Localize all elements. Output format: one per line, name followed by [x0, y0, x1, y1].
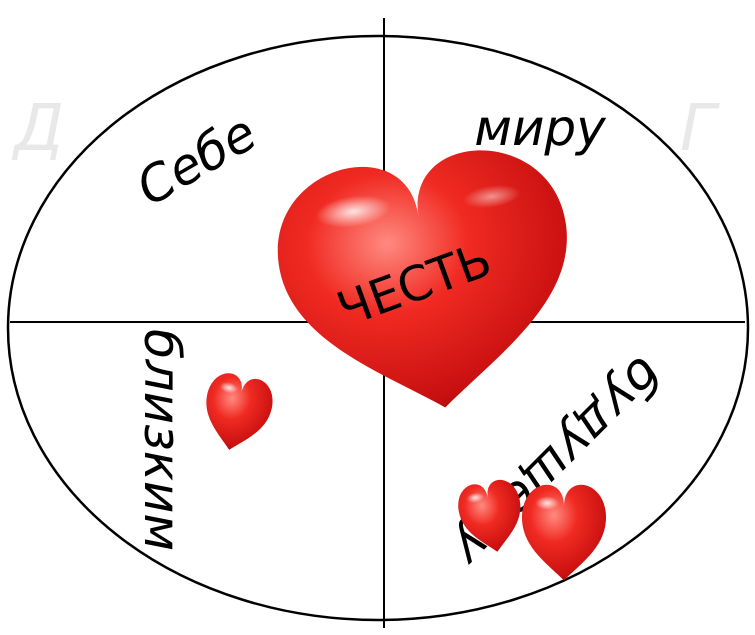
watermark-left: Д	[11, 92, 64, 166]
heart-icon-small-left	[196, 369, 278, 457]
quadrant-label-bottom-left: близким	[133, 329, 191, 551]
quadrant-label-top-left: Себе	[127, 103, 266, 217]
heart-icon-center	[266, 139, 589, 428]
heart-icon-pair-back	[454, 476, 528, 558]
watermark-right: Г	[680, 92, 720, 166]
heart-icon-pair-front	[522, 484, 606, 581]
quadrant-label-top-right: миру	[474, 99, 607, 157]
outer-ellipse	[6, 34, 750, 622]
